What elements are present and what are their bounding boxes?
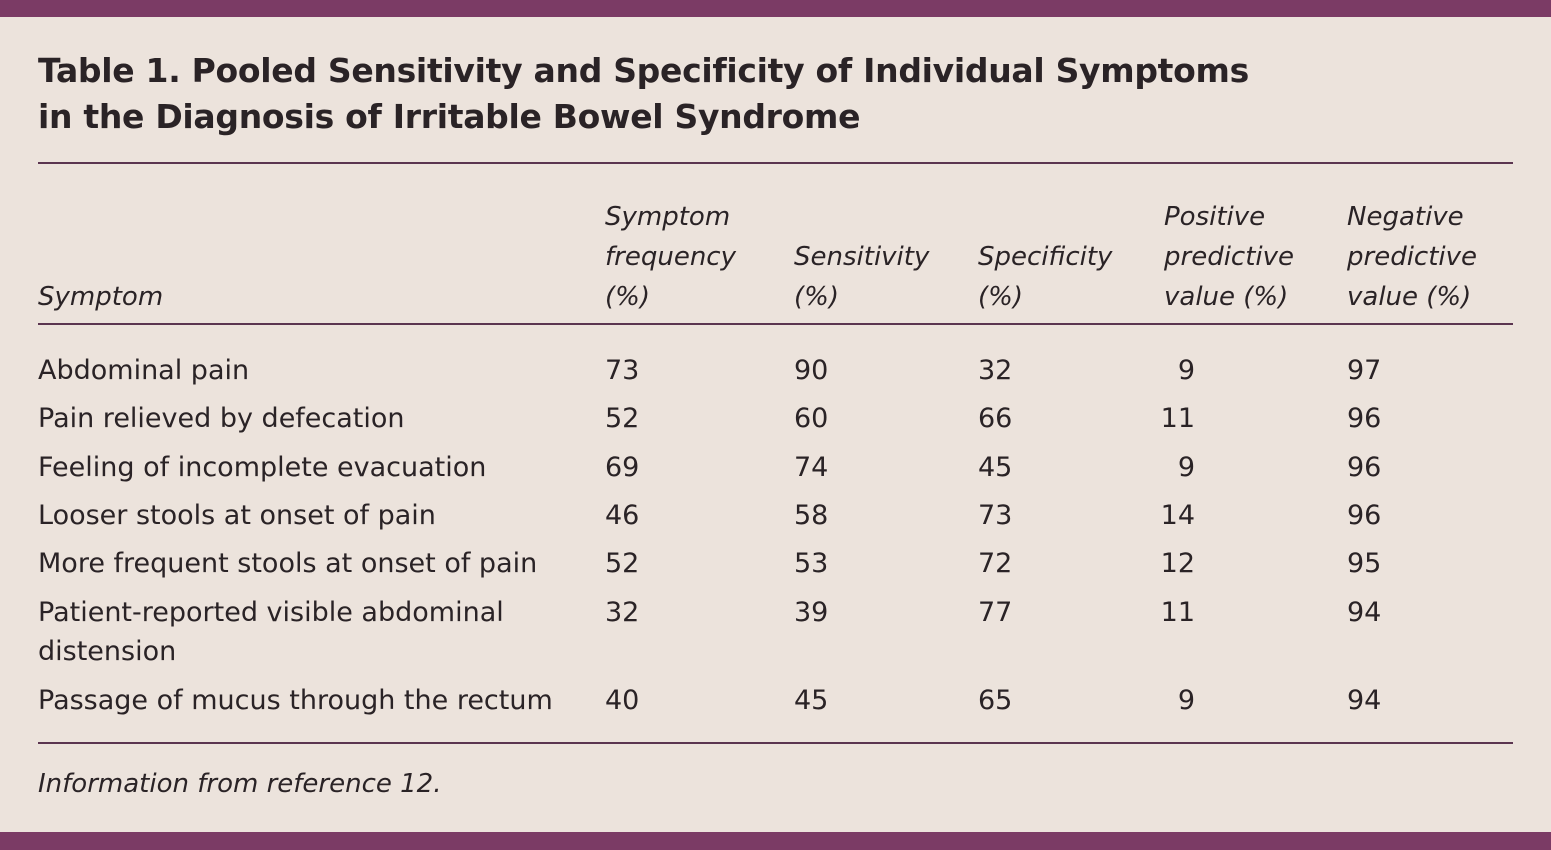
cell-specificity: 45 [978,452,1013,483]
cell-negative-predictive-value: 96 [1347,500,1382,531]
header-symptom: Symptom [38,282,164,312]
cell-positive-predictive-value: 14 [1160,500,1195,531]
header-negative-predictive-value: Negative predictive value (%) [1347,202,1478,312]
cell-sensitivity: 53 [794,548,829,579]
cell-negative-predictive-value: 96 [1347,452,1382,483]
cell-negative-predictive-value: 97 [1347,355,1382,386]
cell-negative-predictive-value: 96 [1347,403,1382,434]
cell-frequency: 73 [605,355,640,386]
cell-specificity: 32 [978,355,1013,386]
cell-negative-predictive-value: 94 [1347,597,1382,628]
cell-frequency: 52 [605,403,640,434]
cell-symptom: Looser stools at onset of pain [38,500,436,531]
cell-symptom: Passage of mucus through the rectum [38,685,553,716]
cell-frequency: 40 [605,685,640,716]
cell-positive-predictive-value: 9 [1177,355,1195,386]
header-top-rule [38,162,1513,164]
cell-symptom: Pain relieved by defecation [38,403,405,434]
cell-specificity: 72 [978,548,1013,579]
cell-sensitivity: 39 [794,597,829,628]
bottom-accent-bar [0,832,1551,850]
cell-frequency: 69 [605,452,640,483]
cell-positive-predictive-value: 9 [1177,685,1195,716]
cell-frequency: 46 [605,500,640,531]
header-specificity: Specificity (%) [978,242,1113,312]
header-symptom-frequency: Symptom frequency (%) [605,202,736,312]
cell-negative-predictive-value: 94 [1347,685,1382,716]
header-bottom-rule [38,323,1513,325]
top-accent-bar [0,0,1551,17]
cell-positive-predictive-value: 11 [1160,597,1195,628]
cell-negative-predictive-value: 95 [1347,548,1382,579]
cell-frequency: 52 [605,548,640,579]
cell-frequency: 32 [605,597,640,628]
header-sensitivity: Sensitivity (%) [794,242,930,312]
table-title: Table 1. Pooled Sensitivity and Specific… [38,48,1498,140]
cell-symptom: Feeling of incomplete evacuation [38,452,487,483]
cell-sensitivity: 60 [794,403,829,434]
table-title-line-2: in the Diagnosis of Irritable Bowel Synd… [38,97,861,136]
footnote: Information from reference 12. [38,769,442,799]
cell-specificity: 65 [978,685,1013,716]
cell-specificity: 77 [978,597,1013,628]
cell-sensitivity: 45 [794,685,829,716]
cell-specificity: 66 [978,403,1013,434]
cell-positive-predictive-value: 9 [1177,452,1195,483]
table-bottom-rule [38,742,1513,744]
table-title-line-1: Table 1. Pooled Sensitivity and Specific… [38,51,1249,90]
cell-positive-predictive-value: 12 [1160,548,1195,579]
cell-symptom: More frequent stools at onset of pain [38,548,538,579]
cell-specificity: 73 [978,500,1013,531]
cell-sensitivity: 74 [794,452,829,483]
cell-symptom: Abdominal pain [38,355,250,386]
cell-symptom: Patient-reported visible abdominal diste… [38,597,504,667]
header-positive-predictive-value: Positive predictive value (%) [1164,202,1295,312]
cell-sensitivity: 58 [794,500,829,531]
cell-sensitivity: 90 [794,355,829,386]
cell-positive-predictive-value: 11 [1160,403,1195,434]
